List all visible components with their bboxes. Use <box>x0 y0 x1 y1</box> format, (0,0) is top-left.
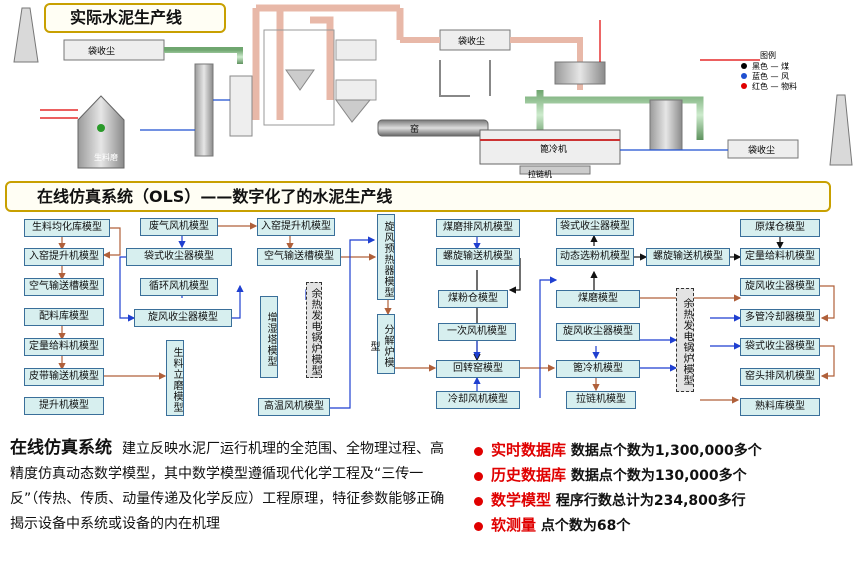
model-box: 生料均化库模型 <box>24 219 110 237</box>
description-body: 建立反映水泥厂运行机理的全范围、全物理过程、高精度仿真动态数学模型，其中数学模型… <box>10 441 445 532</box>
stat-label: 数学模型 <box>491 491 552 509</box>
model-box: 煤粉仓模型 <box>438 290 508 308</box>
kiln-label: 窑 <box>410 123 419 135</box>
model-box: 回转窑模型 <box>436 360 520 378</box>
model-box: 熟料库模型 <box>740 398 820 416</box>
model-box-vertical: 余热发电锅炉模型 <box>306 282 322 378</box>
legend-item: 黑色 — 煤 <box>752 61 789 71</box>
legend-item: 蓝色 — 风 <box>752 71 789 81</box>
model-box: 袋式收尘器模型 <box>556 218 634 236</box>
stat-text: 数据点个数为1,300,000多个 <box>570 443 762 459</box>
bullet-icon <box>474 496 483 506</box>
model-box: 废气风机模型 <box>140 218 218 236</box>
model-box: 旋风收尘器模型 <box>740 278 820 296</box>
model-box: 循环风机模型 <box>140 278 218 296</box>
model-box: 煤磨模型 <box>556 290 640 308</box>
banner-actual-line: 实际水泥生产线 <box>44 3 226 33</box>
model-box: 动态选粉机模型 <box>556 248 634 266</box>
model-box-vertical: 分解炉模型 <box>368 314 395 374</box>
model-box: 定量给料机模型 <box>740 248 820 266</box>
dust-collector-label: 袋收尘 <box>458 35 485 47</box>
model-box: 螺旋输送机模型 <box>436 248 520 266</box>
model-box-vertical: 生料立磨模型 <box>166 340 184 416</box>
stat-label: 软测量 <box>491 516 537 534</box>
model-box-vertical: 旋风预热器模型 <box>377 214 395 300</box>
bullet-icon <box>474 521 483 531</box>
model-box: 高温风机模型 <box>258 398 330 416</box>
dust-collector-label: 袋收尘 <box>748 144 775 156</box>
bullet-icon <box>474 471 483 481</box>
stat-text: 数据点个数为130,000多个 <box>570 468 747 484</box>
chain-label: 拉链机 <box>528 169 552 179</box>
stat-label: 历史数据库 <box>491 466 567 484</box>
model-box: 袋式收尘器模型 <box>740 338 820 356</box>
model-box: 皮带输送机模型 <box>24 368 104 386</box>
legend: 图例 黑色 — 煤 蓝色 — 风 红色 — 物料 <box>741 50 797 91</box>
stat-label: 实时数据库 <box>491 441 567 459</box>
stats-list: 实时数据库 数据点个数为1,300,000多个 历史数据库 数据点个数为130,… <box>474 438 866 538</box>
legend-item: 红色 — 物料 <box>752 81 797 91</box>
stat-item: 历史数据库 数据点个数为130,000多个 <box>474 463 866 488</box>
process-schematic: 袋收尘 袋收尘 窑 篦冷机 拉链机 袋收尘 图例 黑色 — 煤 蓝色 — 风 红… <box>13 4 853 179</box>
description-block: 在线仿真系统建立反映水泥厂运行机理的全范围、全物理过程、高精度仿真动态数学模型，… <box>10 436 450 537</box>
dust-collector-label: 袋收尘 <box>88 45 115 57</box>
model-box: 拉链机模型 <box>566 391 636 409</box>
mill-label: 生料磨 <box>94 152 118 162</box>
model-box: 冷却风机模型 <box>436 391 520 409</box>
cooler-label: 篦冷机 <box>540 143 567 155</box>
model-connections <box>58 222 835 409</box>
model-box: 煤磨排风机模型 <box>436 219 520 237</box>
model-box: 入窑提升机模型 <box>257 218 335 236</box>
model-box: 旋风收尘器模型 <box>134 309 232 327</box>
description-heading: 在线仿真系统 <box>10 438 112 458</box>
stat-text: 点个数为68个 <box>540 518 631 534</box>
stat-item: 数学模型 程序行数总计为234,800多行 <box>474 488 866 513</box>
model-box: 空气输送槽模型 <box>257 248 341 266</box>
model-box-vertical: 余热发电锅炉模型 <box>676 288 694 392</box>
model-box: 袋式收尘器模型 <box>126 248 232 266</box>
chimney-right <box>829 94 853 166</box>
model-box: 入窑提升机模型 <box>24 248 104 266</box>
model-box: 一次风机模型 <box>438 323 516 341</box>
model-box: 旋风收尘器模型 <box>556 323 640 341</box>
model-box: 配料库模型 <box>24 308 104 326</box>
model-box: 原煤仓模型 <box>740 219 820 237</box>
model-box-vertical: 增湿塔模型 <box>260 296 278 378</box>
stat-text: 程序行数总计为234,800多行 <box>555 493 746 509</box>
model-box: 定量给料机模型 <box>24 338 104 356</box>
banner-online-simulation: 在线仿真系统（OLS）——数字化了的水泥生产线 <box>5 181 831 212</box>
rotary-kiln-shape <box>377 119 489 137</box>
stat-item: 实时数据库 数据点个数为1,300,000多个 <box>474 438 866 463</box>
model-box: 提升机模型 <box>24 397 104 415</box>
legend-title: 图例 <box>760 50 776 60</box>
chimney-left <box>13 7 39 63</box>
model-box: 螺旋输送机模型 <box>646 248 730 266</box>
bullet-icon <box>474 446 483 456</box>
model-box: 篦冷机模型 <box>556 360 640 378</box>
model-box: 空气输送槽模型 <box>24 278 104 296</box>
stat-item: 软测量 点个数为68个 <box>474 513 866 538</box>
model-box: 窑头排风机模型 <box>740 368 820 386</box>
model-box: 多管冷却器模型 <box>740 309 820 327</box>
